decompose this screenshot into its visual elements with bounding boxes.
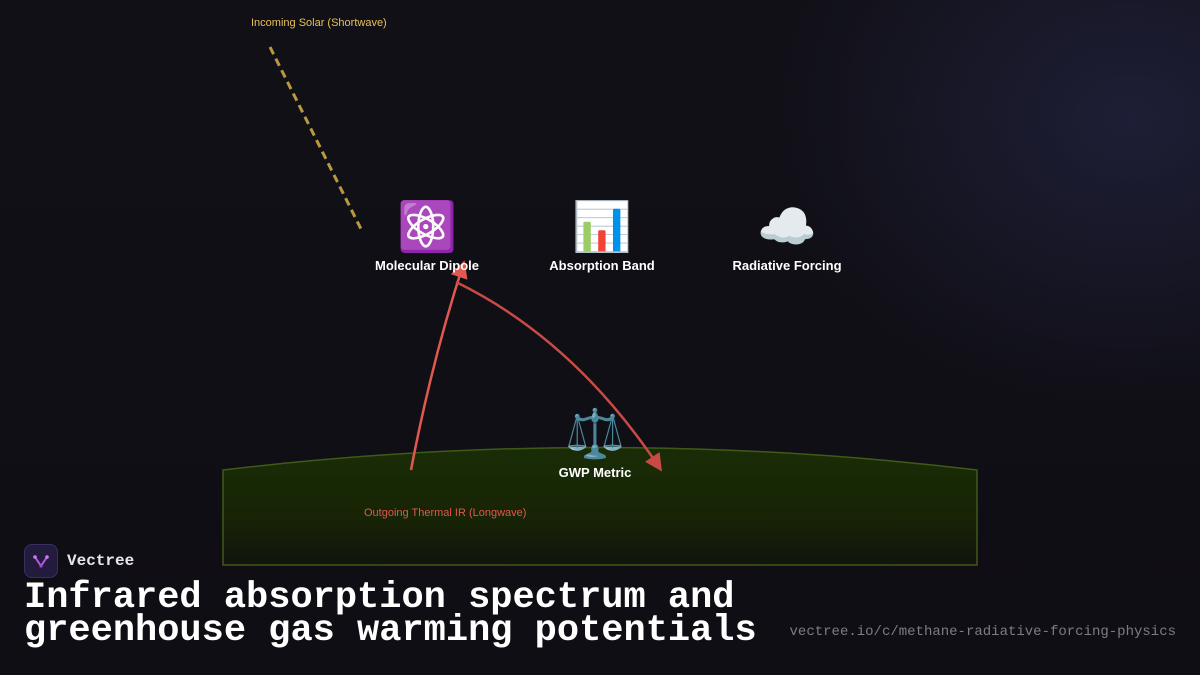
node-label: GWP Metric	[558, 465, 632, 480]
vectree-logo-icon	[24, 544, 58, 578]
atom-icon: ⚛️	[397, 201, 457, 254]
reemission-arrow	[455, 280, 663, 472]
node-molecular-dipole: ⚛️ Molecular Dipole	[327, 200, 527, 273]
brand-name: Vectree	[67, 552, 135, 570]
outgoing-ir-arrow	[409, 260, 468, 471]
node-label: Absorption Band	[549, 258, 655, 273]
brand: Vectree	[24, 544, 134, 578]
node-absorption-band: 📊 Absorption Band	[502, 200, 702, 273]
earth-surface	[222, 446, 978, 566]
incoming-solar-ray	[268, 46, 365, 234]
incoming-solar-label: Incoming Solar (Shortwave)	[251, 17, 387, 29]
node-label: Radiative Forcing	[732, 258, 842, 273]
balance-scale-icon: ⚖️	[565, 408, 625, 461]
bar-chart-icon: 📊	[572, 201, 632, 254]
node-label: Molecular Dipole	[374, 258, 480, 273]
page-title: Infrared absorption spectrum and greenho…	[24, 577, 757, 652]
outgoing-thermal-label: Outgoing Thermal IR (Longwave)	[364, 507, 527, 519]
node-gwp-metric: ⚖️ GWP Metric	[495, 407, 695, 480]
cloud-icon: ☁️	[757, 201, 817, 254]
node-radiative-forcing: ☁️ Radiative Forcing	[687, 200, 887, 273]
course-url[interactable]: vectree.io/c/methane-radiative-forcing-p…	[789, 624, 1176, 640]
